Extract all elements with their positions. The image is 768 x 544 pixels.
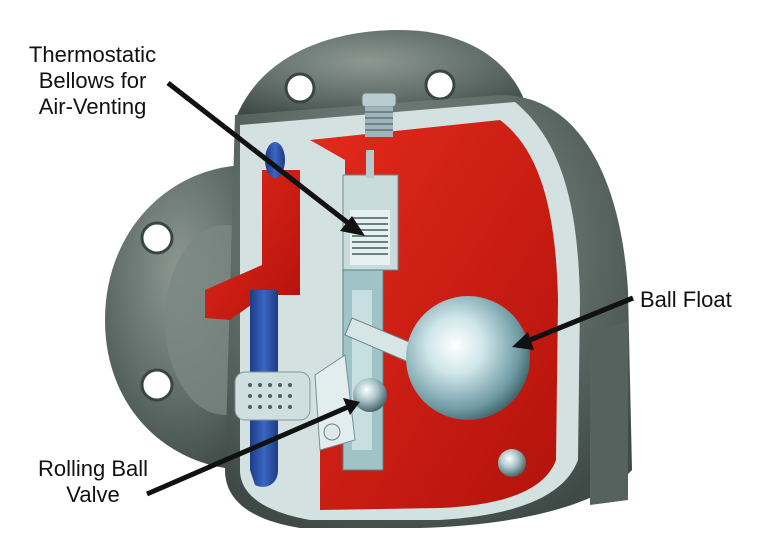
top-flange	[235, 30, 530, 120]
arrowhead-valve-icon	[343, 398, 360, 415]
drain-ball	[498, 449, 526, 477]
leader-arrows	[146, 81, 634, 497]
label-line: Valve	[66, 482, 120, 507]
label-rolling-ball-valve: Rolling Ball Valve	[28, 456, 158, 508]
thermostatic-bellows	[342, 150, 399, 271]
label-line: Ball Float	[640, 287, 732, 312]
arrowhead-bellows-icon	[340, 216, 365, 236]
top-plug	[361, 92, 397, 137]
arrow-rolling-ball-valve	[146, 404, 349, 497]
rolling-ball-valve	[314, 354, 387, 451]
arrowhead-float-icon	[512, 332, 534, 350]
ball-float	[406, 296, 530, 420]
arrow-thermostatic-bellows	[166, 81, 354, 228]
label-thermostatic-bellows: Thermostatic Bellows for Air-Venting	[10, 42, 175, 120]
label-line: Rolling Ball	[37, 456, 149, 481]
label-ball-float: Ball Float	[640, 287, 732, 313]
label-line: Air-Venting	[38, 94, 147, 119]
strainer-screen	[234, 371, 311, 421]
label-line: Bellows for	[38, 68, 147, 93]
arrow-ball-float	[524, 295, 634, 345]
label-line: Thermostatic	[28, 42, 157, 67]
